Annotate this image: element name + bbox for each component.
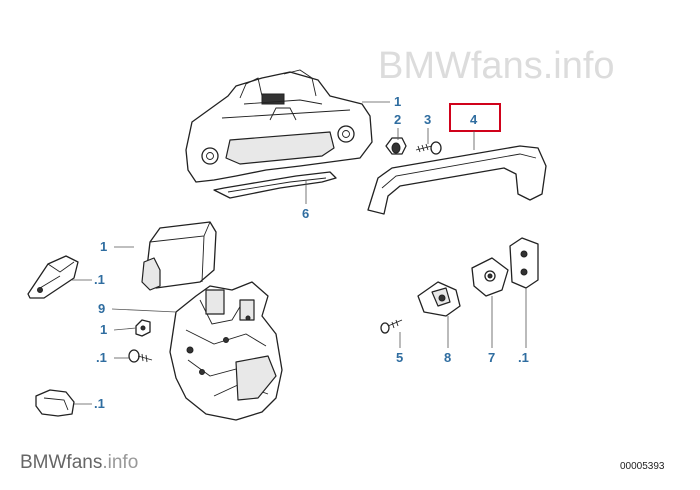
striker-part-8[interactable] (417, 281, 461, 317)
callout-lock-mechanism: 9 (98, 301, 105, 316)
clip-bottom[interactable] (35, 389, 75, 417)
plate-part-7[interactable] (471, 257, 509, 297)
screw-part-5[interactable] (380, 319, 403, 334)
actuator-block[interactable] (141, 221, 217, 291)
lock-mechanism[interactable] (169, 281, 283, 421)
bracket-left[interactable] (27, 255, 79, 299)
clip-part-1[interactable] (135, 319, 151, 337)
plate-right[interactable] (509, 237, 539, 289)
callout-door-handle-assembly: 1 (394, 94, 401, 109)
reference-number: 00005393 (620, 461, 665, 472)
door-handle-carrier[interactable] (185, 69, 373, 183)
callout-seal-strip: 6 (302, 206, 309, 221)
watermark-bottom: BMWfans.info (20, 452, 138, 473)
callout-clip-1: 1 (100, 322, 107, 337)
screw-part-3[interactable] (415, 141, 442, 155)
callout-plate-1: .1 (518, 350, 529, 365)
leader-lines (72, 101, 527, 405)
callout-actuator: 1 (100, 239, 107, 254)
callout-bolt-1: .1 (96, 350, 107, 365)
callout-part-2: 2 (394, 112, 401, 127)
callout-grip-handle: 4 (470, 112, 478, 127)
callout-clip-bottom: .1 (94, 396, 105, 411)
callout-striker-8: 8 (444, 350, 451, 365)
highlight-box (449, 103, 501, 132)
callout-screw-3: 3 (424, 112, 431, 127)
callout-bracket-left: .1 (94, 272, 105, 287)
bushing-part-2[interactable] (385, 137, 407, 155)
grip-handle[interactable] (367, 145, 547, 215)
seal-strip[interactable] (213, 171, 337, 199)
bolt-part-1[interactable] (128, 349, 153, 363)
callout-screw-5: 5 (396, 350, 403, 365)
watermark-top: BMWfans.info (378, 45, 615, 87)
callout-plate-7: 7 (488, 350, 495, 365)
